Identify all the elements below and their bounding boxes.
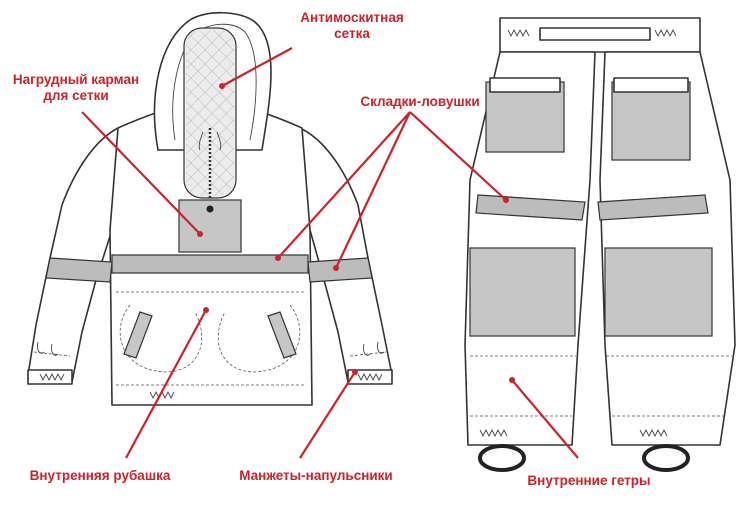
right-pocket-flap [267,311,297,359]
right-sleeve-band [307,257,373,283]
right-knee-panel [604,247,713,337]
jacket-drawing [27,11,393,406]
callout-line: Нагрудный карман [13,72,139,87]
left-knee-panel [469,247,576,337]
callout-inner-shirt: Внутренняя рубашка [30,468,171,483]
left-cargo-pocket [485,81,565,153]
callout-line: Манжеты-напульсники [239,468,392,483]
left-stirrup [478,444,526,472]
jacket-right-sleeve [299,127,393,383]
right-stirrup [642,444,690,472]
callout-cuffs: Манжеты-напульсники [239,468,392,483]
callout-line: Складки-ловушки [360,94,479,109]
leader-lines [81,47,579,459]
right-cargo-pocket [611,81,691,161]
callout-inner-gaiters: Внутренние гетры [527,473,650,488]
jacket-left-sleeve [27,127,119,383]
callout-line: Внутренняя рубашка [30,468,171,483]
callout-trap-folds: Складки-ловушки [360,94,479,109]
left-leg-trap-fold [475,194,586,221]
trousers-drawing [464,17,736,472]
left-pocket-flap [123,311,153,359]
right-leg-trap-fold [597,194,709,221]
callout-line: для сетки [43,88,108,103]
callout-line: Антимоскитная [300,10,403,25]
left-sleeve-band [45,257,113,283]
callout-line: сетка [334,26,370,41]
callout-line: Внутренние гетры [527,473,650,488]
